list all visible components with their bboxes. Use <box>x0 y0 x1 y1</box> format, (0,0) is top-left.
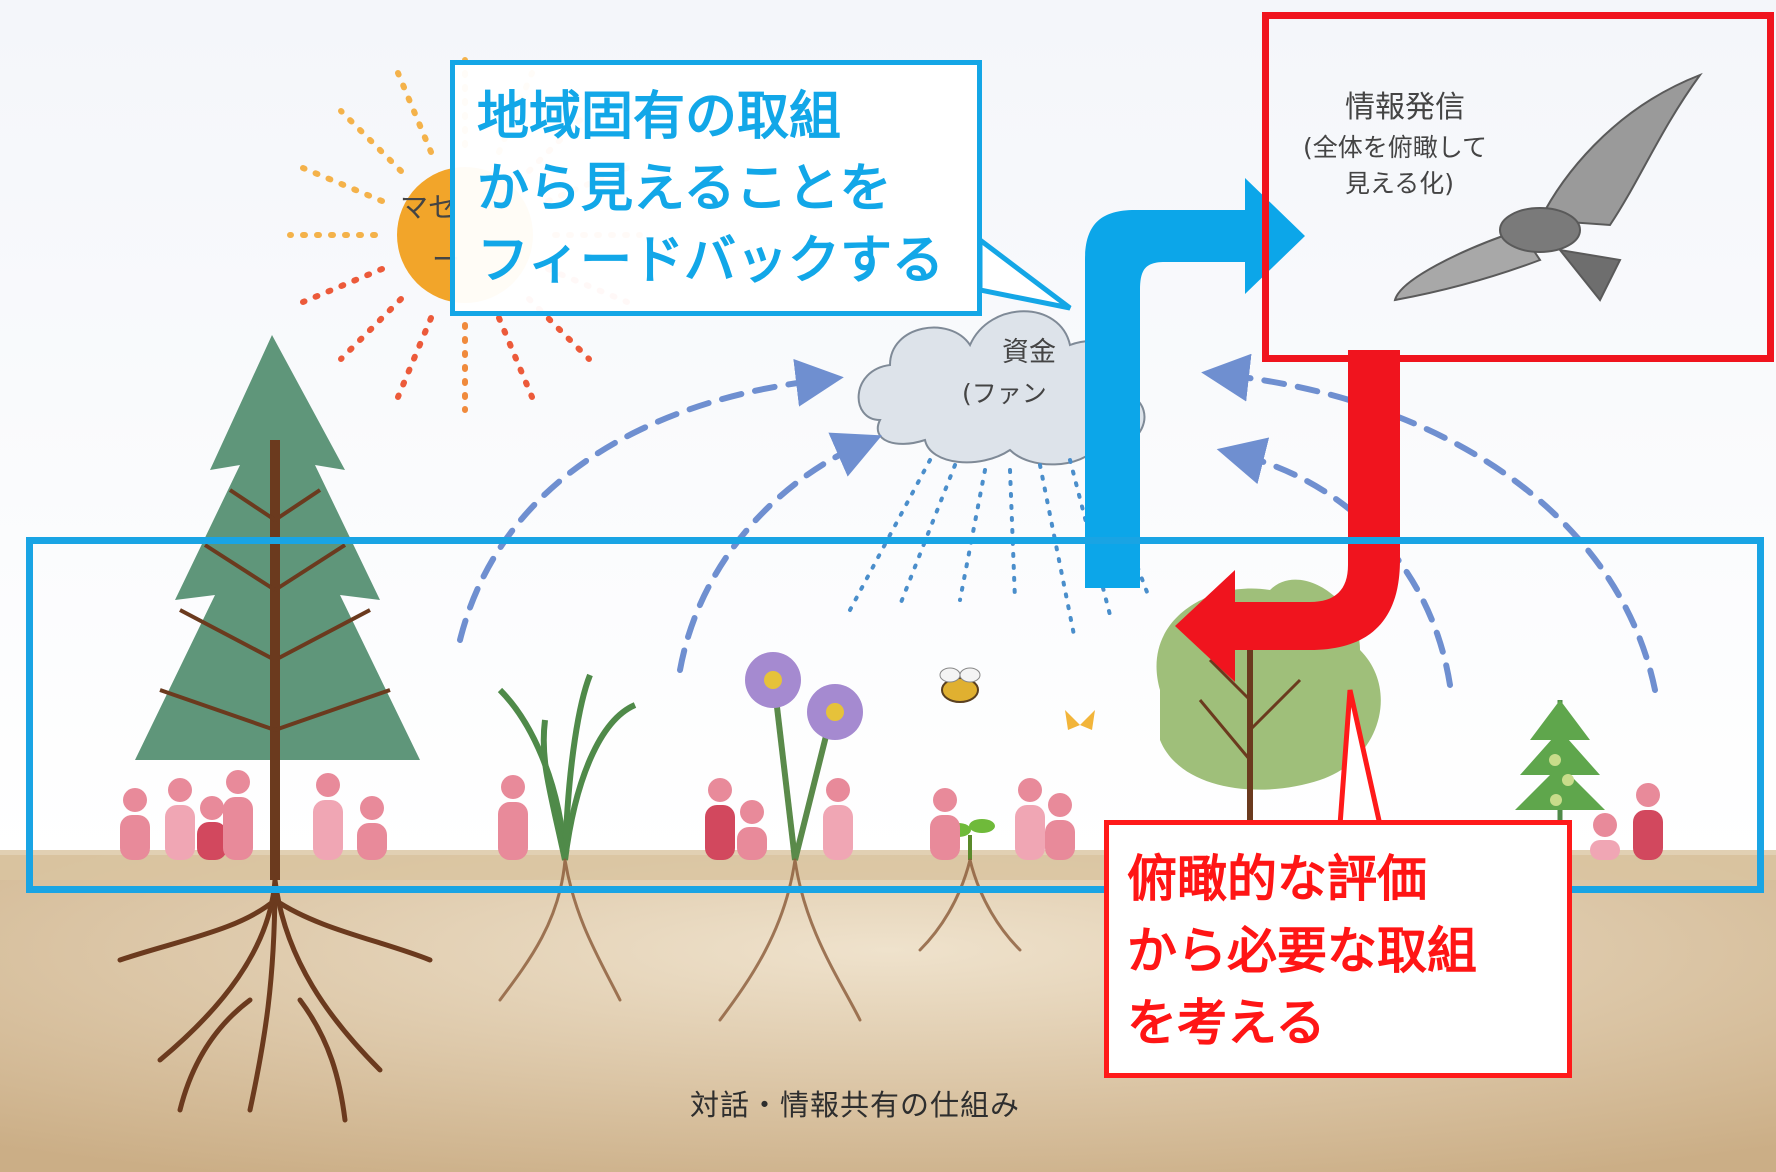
fund-sublabel: (ファン <box>962 379 1047 408</box>
grass-plant <box>497 673 637 861</box>
evaluation-line-3: を考える <box>1127 994 1326 1052</box>
red-evaluation-arrow <box>1175 350 1400 682</box>
community-frame <box>26 537 1764 893</box>
aster-plant <box>745 652 863 861</box>
people <box>120 770 1663 860</box>
pine-tree <box>135 335 420 880</box>
bee <box>939 667 981 703</box>
evaluation-line-2: から必要な取組 <box>1127 922 1477 980</box>
evaluation-line-1: 俯瞰的な評価 <box>1127 850 1427 908</box>
eagle <box>1393 72 1703 302</box>
sun-label-1: マセ <box>400 191 457 224</box>
roots <box>117 877 433 1123</box>
feedback-line-1: 地域固有の取組 <box>477 87 842 147</box>
info-title: 情報発信 <box>1345 90 1465 125</box>
evaluation-callout: 俯瞰的な評価 から必要な取組 を考える <box>1104 820 1572 1078</box>
fund-label: 資金 <box>1002 337 1056 368</box>
feedback-callout: 地域固有の取組 から見えることを フィードバックする <box>450 60 982 316</box>
info-frame <box>1262 12 1774 362</box>
info-subtitle-2: 見える化) <box>1345 169 1455 198</box>
blue-feedback-arrow <box>1085 178 1305 588</box>
ground-label: 対話・情報共有の仕組み <box>690 1088 1021 1122</box>
feedback-line-3: フィードバックする <box>477 231 944 291</box>
info-subtitle-1: (全体を俯瞰して <box>1303 133 1488 162</box>
feedback-line-2: から見えることを <box>477 159 892 219</box>
butterfly <box>1065 710 1095 730</box>
